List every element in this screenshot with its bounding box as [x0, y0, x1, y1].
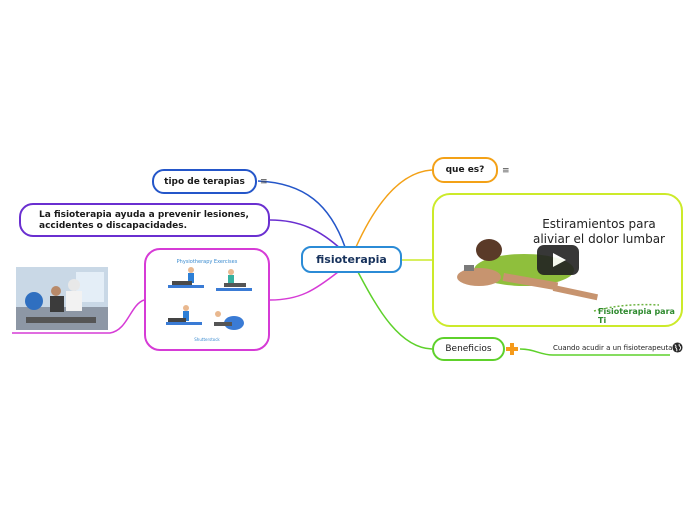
subtopic-cuando-acudir[interactable]: Cuando acudir a un fisioterapeuta — [553, 344, 673, 352]
video-brand: Fisioterapia para Ti — [598, 307, 675, 325]
topic-label: La fisioterapia ayuda a prevenir lesione… — [39, 210, 249, 231]
topic-label: que es? — [445, 165, 485, 175]
note-icon[interactable]: ≡ — [260, 177, 268, 187]
link-benef — [357, 271, 433, 350]
plus-icon[interactable] — [506, 343, 518, 355]
globe-icon[interactable] — [672, 342, 683, 353]
exercises-illustration: Physiotherapy Exercises Shutterstock — [166, 259, 252, 342]
illustration-caption: Shutterstock — [194, 337, 220, 342]
illustration-title: Physiotherapy Exercises — [177, 259, 238, 265]
topic-beneficios[interactable]: Beneficios — [432, 337, 505, 361]
play-button[interactable] — [537, 245, 579, 275]
link-quees — [355, 169, 433, 248]
video-title: Estiramientos para aliviar el dolor lumb… — [532, 217, 665, 246]
link-prevenir — [269, 219, 343, 251]
topic-que-es[interactable]: que es? — [432, 157, 498, 183]
topic-label: tipo de terapias — [164, 176, 245, 187]
central-topic[interactable]: fisioterapia — [301, 246, 402, 273]
link-photo — [12, 299, 145, 334]
image-topic-exercises[interactable]: Physiotherapy Exercises Shutterstock — [144, 248, 270, 351]
link-cuando — [519, 348, 670, 356]
video-topic[interactable]: Estiramientos para aliviar el dolor lumb… — [432, 193, 683, 327]
link-tipo — [257, 180, 346, 248]
topic-prevenir[interactable]: La fisioterapia ayuda a prevenir lesione… — [19, 203, 270, 237]
link-image — [269, 271, 339, 301]
note-icon[interactable]: ≡ — [502, 166, 510, 176]
therapy-photo[interactable] — [16, 267, 108, 330]
topic-tipo-de-terapias[interactable]: tipo de terapias — [152, 169, 257, 194]
